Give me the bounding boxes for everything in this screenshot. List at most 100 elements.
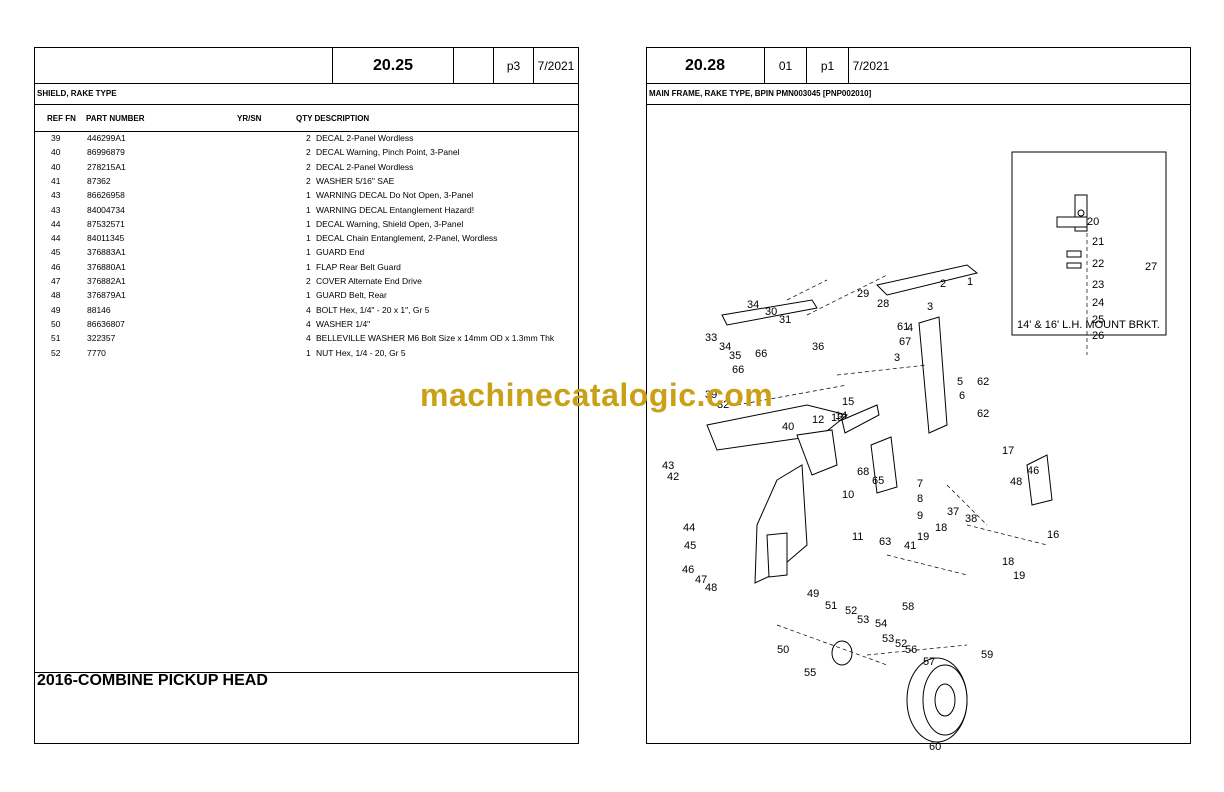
inset-caption: 14' & 16' L.H. MOUNT BRKT. [1017,319,1160,331]
callout-number: 63 [879,536,891,548]
callout-number: 66 [755,348,767,360]
wheel-icon [831,640,968,743]
callout-number: 3 [894,352,900,364]
part-number-cell: 376883A1 [87,247,126,258]
callout-number: 2 [940,278,946,290]
callout-number: 57 [923,656,935,668]
part-number-cell: 446299A1 [87,133,126,143]
section-number: 20.25 [332,48,453,84]
qty-cell: 2 [306,276,311,286]
callout-number: 38 [965,513,977,525]
ref-cell: 51 [51,333,61,344]
callout-number: 30 [765,306,777,318]
callout-number: 20 [1087,216,1099,228]
callout-number: 13 [831,412,843,424]
ref-cell: 40 [51,161,61,172]
description-cell: NUT Hex, 1/4 - 20, Gr 5 [316,347,406,358]
callout-number: 36 [812,341,824,353]
description-cell: BOLT Hex, 1/4" - 20 x 1", Gr 5 [316,304,430,315]
part-number-cell: 84011345 [87,233,125,244]
part-number-cell: 86626958 [87,190,125,201]
ref-cell: 43 [51,204,61,215]
version-cell: 01 [764,48,806,84]
callout-number: 1 [967,276,973,288]
revision-date: 7/2021 [848,48,893,84]
callout-number: 29 [857,288,869,300]
watermark: machinecatalogic.com [420,377,774,413]
parts-table-header: REF FN PART NUMBER YR/SN QTY DESCRIPTION [35,105,578,132]
callout-number: 14 [835,410,847,422]
part-number-cell: 84004734 [87,204,125,215]
callout-number: 49 [807,588,819,600]
callout-number: 7 [917,478,923,490]
callout-number: 33 [705,332,717,344]
callout-number: 8 [917,493,923,505]
qty-cell: 1 [306,218,311,229]
description-cell: WASHER 1/4" [316,318,371,329]
ref-cell: 41 [51,175,61,186]
callout-number: 51 [825,600,837,612]
callout-number: 62 [977,408,989,420]
callout-number: 52 [845,605,857,617]
callout-number: 24 [1092,297,1104,309]
callout-number: 68 [857,466,869,478]
ref-cell: 43 [51,190,61,201]
qty-cell: 1 [306,290,311,301]
part-number-cell: 7770 [87,347,106,358]
qty-cell: 2 [306,147,311,158]
description-cell: FLAP Rear Belt Guard [316,261,401,272]
callout-number: 22 [1092,258,1104,270]
callout-number: 18 [935,522,947,534]
callout-number: 34 [719,341,731,353]
callout-number: 37 [947,506,959,518]
callout-number: 58 [902,601,914,613]
ref-cell: 49 [51,304,61,315]
revision-date: 7/2021 [533,48,578,84]
description-cell: GUARD Belt, Rear [316,290,387,301]
callout-number: 5 [957,376,963,388]
callout-number: 11 [852,531,863,543]
callout-number: 66 [732,364,744,376]
callout-number: 23 [1092,279,1104,291]
description-cell: DECAL 2-Panel Wordless [316,133,414,143]
part-number-cell: 87362 [87,175,111,186]
left-parts-page: 20.25 p3 7/2021 SHIELD, RAKE TYPE REF FN… [34,47,579,744]
callout-number: 47 [695,574,707,586]
callout-number: 44 [683,522,695,534]
callout-number: 31 [779,314,791,326]
callout-number: 59 [981,649,993,661]
description-cell: DECAL Warning, Shield Open, 3-Panel [316,218,464,229]
col-yr-sn: YR/SN [237,114,262,123]
callout-number: 27 [1145,261,1157,273]
ref-cell: 46 [51,261,61,272]
callout-number: 40 [782,421,794,433]
section-title: SHIELD, RAKE TYPE [35,83,578,105]
ref-cell: 44 [51,218,61,229]
callout-number: 15 [842,396,854,408]
description-cell: BELLEVILLE WASHER M6 Bolt Size x 14mm OD… [316,333,555,344]
callout-number: 67 [899,336,911,348]
callout-number: 42 [667,471,679,483]
callout-number: 46 [682,564,694,576]
callout-number: 55 [804,667,816,679]
right-header: 20.28 01 p1 7/2021 [646,48,892,84]
qty-cell: 1 [306,347,311,358]
right-diagram-page: 20.28 01 p1 7/2021 MAIN FRAME, RAKE TYPE… [646,47,1191,753]
callout-number: 19 [917,531,929,543]
callout-number: 54 [875,618,887,630]
col-part-number: PART NUMBER [86,114,145,123]
callout-number: 41 [904,540,916,552]
callout-number: 48 [1010,476,1022,488]
